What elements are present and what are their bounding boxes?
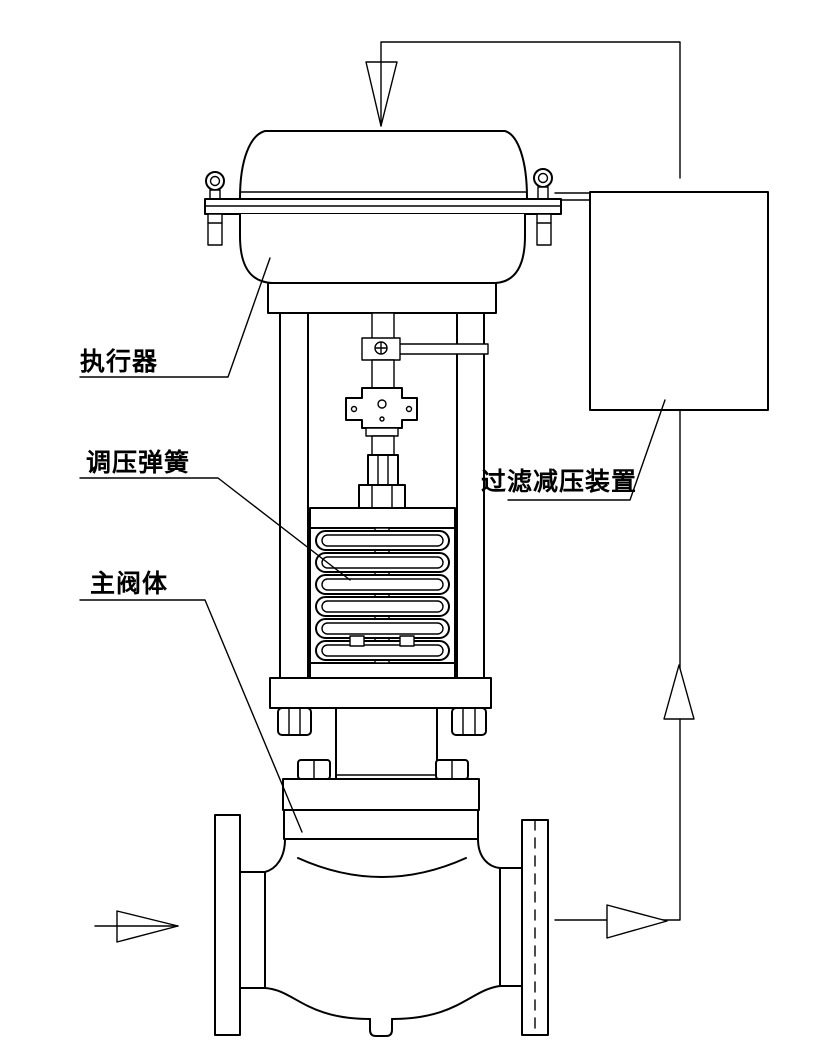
label-valve-body-leader	[79, 599, 303, 833]
spring-coil-inner	[321, 556, 444, 569]
coupling-hole-left	[350, 405, 358, 413]
spring-coil-inner	[321, 578, 444, 591]
spring-coil	[315, 552, 450, 573]
body-bottom-right	[391, 985, 523, 1020]
main-valve-body	[214, 814, 549, 1037]
middle-stem	[371, 359, 395, 389]
label-actuator-leader	[79, 257, 271, 378]
spring-coil	[315, 574, 450, 595]
right-flange-bolt-body	[536, 213, 552, 246]
label-spring: 调压弹簧	[79, 448, 351, 581]
label-valve-body: 主阀体	[79, 569, 303, 833]
spring-coil	[315, 530, 450, 551]
spring-coil-inner	[321, 644, 444, 657]
label-spring-leader	[79, 477, 351, 581]
right-yoke-pillar	[456, 312, 485, 679]
actuator	[204, 130, 562, 314]
spring-seat-nut-right	[399, 635, 415, 647]
bonnet	[269, 677, 492, 840]
right-eyebolt-ring	[533, 168, 553, 188]
left-eyebolt-hole	[209, 175, 221, 187]
indicator-bar	[398, 343, 489, 355]
spring-coil	[315, 618, 450, 639]
coupling-neck	[365, 427, 399, 437]
label-filter-device-leader	[507, 399, 666, 501]
inlet-arrow	[94, 910, 179, 943]
right-eyebolt-stem	[537, 186, 549, 200]
right-plate-nut	[451, 707, 487, 736]
label-actuator-text: 执行器	[80, 347, 158, 376]
coupling-hole-center	[377, 399, 387, 409]
lower-stem	[371, 435, 395, 456]
label-filter-device: 过滤减压装置	[481, 399, 666, 501]
hex-lock-nut	[358, 484, 406, 509]
up-flow-arrow-icon	[663, 664, 695, 720]
body-bottom-left	[239, 987, 371, 1020]
actuator-top-cover	[239, 130, 528, 199]
spring-coil	[315, 596, 450, 617]
left-flange-bolt	[207, 213, 223, 246]
right-eyebolt	[533, 168, 553, 200]
body-globe-top-curve	[297, 857, 467, 878]
left-plate-nut	[277, 707, 312, 736]
down-flow-arrow-icon	[365, 61, 398, 127]
right-eyebolt-hole	[537, 172, 549, 184]
spring-coil-inner	[321, 622, 444, 635]
spring-housing	[309, 507, 456, 679]
right-flange-bolt	[536, 213, 552, 246]
lower-impulse-pipe	[554, 409, 695, 939]
yoke	[279, 312, 485, 679]
coupling-hole-lower	[379, 416, 385, 422]
left-yoke-pillar	[279, 312, 309, 679]
left-flange-bolt-body	[207, 213, 223, 246]
inlet-arrow-icon	[116, 910, 179, 943]
label-filter-device-text: 过滤减压装置	[481, 467, 637, 496]
label-spring-text: 调压弹簧	[86, 448, 190, 477]
left-eyebolt-ring	[205, 171, 225, 191]
left-eyebolt	[205, 171, 225, 200]
upper-pipe-line	[380, 41, 681, 179]
label-valve-body-text: 主阀体	[90, 569, 168, 598]
label-actuator: 执行器	[79, 257, 271, 378]
bonnet-flange	[282, 778, 480, 811]
inlet-flange	[214, 814, 241, 1036]
stem-assembly	[345, 312, 489, 509]
upper-stem	[371, 312, 395, 340]
left-eyebolt-stem	[209, 189, 221, 200]
upper-impulse-pipe	[365, 41, 681, 179]
yoke-lower-plate	[269, 677, 492, 709]
lower-pipe-line	[554, 409, 681, 921]
regulating-spring	[315, 530, 450, 661]
actuator-base-block	[267, 282, 497, 314]
spring-coil	[315, 640, 450, 661]
adjusting-nut	[367, 454, 399, 486]
spring-coil-inner	[321, 534, 444, 547]
coupling-hole-right	[405, 405, 413, 413]
outlet-flow-arrow-icon	[606, 904, 668, 939]
body-drain-plug	[369, 1018, 393, 1037]
filter-device-box	[589, 191, 769, 411]
spring-seat-nut-left	[349, 635, 365, 647]
actuator-lower-housing	[239, 213, 526, 284]
body-top-flange	[283, 809, 479, 840]
spring-coil-inner	[321, 600, 444, 613]
